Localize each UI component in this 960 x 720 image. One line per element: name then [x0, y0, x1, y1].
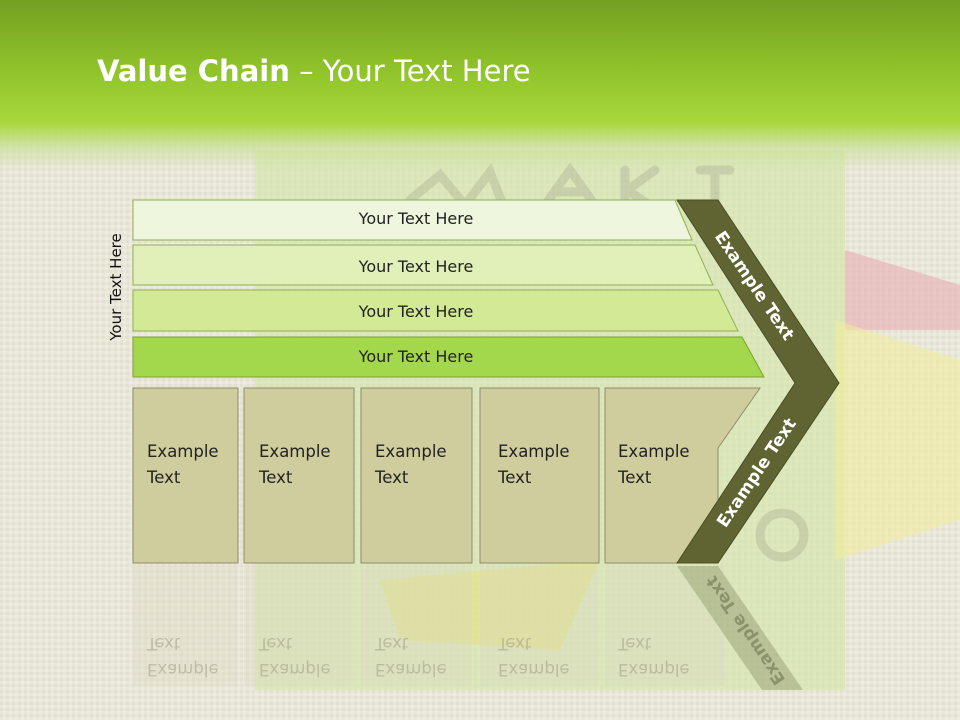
row-shape — [132, 199, 693, 241]
cell-label-line1: Example — [147, 442, 219, 461]
cell-reflection — [133, 566, 238, 686]
cell-label-reflection: Example Text — [259, 630, 331, 682]
cell-label-line1: Example — [259, 442, 331, 461]
title-rest: – Your Text Here — [289, 54, 531, 88]
reflection-line1: Example — [498, 660, 570, 679]
cell-reflection — [361, 566, 472, 686]
row-label: Your Text Here — [358, 347, 474, 366]
row-label: Your Text Here — [358, 257, 474, 276]
cell-label-line2: Text — [259, 468, 293, 487]
cell-shape — [360, 387, 473, 564]
cell-label-line1: Example — [618, 442, 690, 461]
chevron-reflection — [677, 566, 803, 690]
row-label: Your Text Here — [358, 302, 474, 321]
sticky-note-yellow — [835, 320, 960, 560]
reflection-line2: Text — [147, 634, 181, 653]
cell-shape — [132, 387, 239, 564]
header-band — [0, 0, 960, 170]
cell-label-line1: Example — [375, 442, 447, 461]
sticky-note-pink — [845, 250, 960, 330]
row-shape — [132, 289, 739, 332]
cell-label-line2: Text — [375, 468, 409, 487]
cell-reflection — [605, 566, 725, 686]
cell-reflection — [244, 566, 354, 686]
reflection-line2: Text — [259, 634, 293, 653]
cell-shape — [479, 387, 600, 564]
reflection-line1: Example — [375, 660, 447, 679]
chevron-arrow — [676, 199, 840, 564]
reflection-line2: Text — [375, 634, 409, 653]
reflection-line1: Example — [147, 660, 219, 679]
cell-label-reflection: Example Text — [498, 630, 570, 682]
page-title: Value Chain – Your Text Here — [97, 54, 531, 88]
cell-label-reflection: Example Text — [147, 630, 219, 682]
cell-reflection — [480, 566, 599, 686]
cell-label-line2: Text — [618, 468, 652, 487]
row-shape — [132, 244, 714, 286]
sticky-note-yellow-bottom — [380, 560, 600, 650]
cell-shape — [243, 387, 355, 564]
cell-label-line1: Example — [498, 442, 570, 461]
cell-label-reflection: Example Text — [375, 630, 447, 682]
reflection-line2: Text — [498, 634, 532, 653]
cell-label-reflection: Example Text — [618, 630, 690, 682]
cell-label-line2: Text — [498, 468, 532, 487]
reflection-line1: Example — [618, 660, 690, 679]
row-label: Your Text Here — [358, 209, 474, 228]
reflection-line1: Example — [259, 660, 331, 679]
reflection-line2: Text — [618, 634, 652, 653]
title-bold: Value Chain — [97, 54, 290, 88]
diagram-reflection — [133, 566, 803, 690]
row-shape — [132, 336, 765, 378]
cell-label-line2: Text — [147, 468, 181, 487]
